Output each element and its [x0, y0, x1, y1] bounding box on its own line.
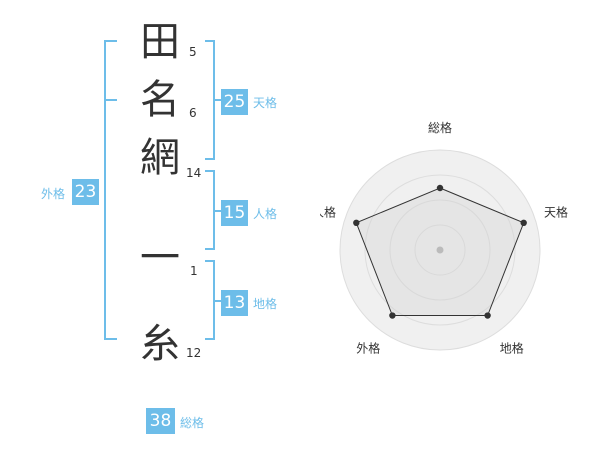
gaikaku-label: 外格: [41, 187, 66, 201]
radar-axis-label-4: 人格: [320, 204, 336, 219]
tenkaku-label: 天格: [253, 96, 278, 110]
radar-axis-label-2: 地格: [500, 341, 524, 356]
chikaku-bracket: [205, 260, 215, 340]
soukaku-value-box: 38: [146, 408, 175, 434]
radar-axis-label-0: 総格: [428, 120, 452, 135]
radar-axis-label-1: 天格: [544, 204, 568, 219]
radar-point-2: [484, 312, 491, 319]
chikaku-value-box: 13: [221, 290, 248, 316]
tenkaku-bracket-notch: [215, 99, 221, 101]
radar-ring-1: [414, 224, 466, 276]
soukaku-label: 総格: [180, 416, 205, 430]
jinkaku-bracket-notch: [215, 210, 221, 212]
jinkaku-label: 人格: [253, 207, 278, 221]
radar-center-dot: [436, 246, 444, 254]
radar-axis-label-3: 外格: [356, 341, 380, 356]
radar-point-1: [520, 219, 527, 227]
name-char-3: 網: [140, 135, 180, 181]
name-char-5: 糸: [140, 321, 180, 367]
radar-ring-2: [389, 199, 491, 301]
name-char-1: 田: [140, 19, 180, 65]
tenkaku-value-box: 25: [221, 89, 248, 115]
gaikaku-bracket: [104, 40, 117, 340]
radar-ring-4: [339, 149, 541, 351]
stroke-count-4: 1: [190, 264, 198, 278]
tenkaku-bracket: [205, 40, 215, 160]
gaikaku-value-box: 23: [72, 179, 99, 205]
radar-point-4: [353, 219, 360, 227]
radar-ring-3: [364, 174, 516, 326]
name-char-4: 一: [140, 235, 180, 281]
stroke-count-3: 14: [186, 166, 202, 180]
name-char-2: 名: [140, 77, 180, 123]
jinkaku-bracket: [205, 170, 215, 250]
stroke-count-5: 12: [186, 346, 202, 360]
stroke-count-2: 6: [189, 106, 197, 120]
chikaku-label: 地格: [253, 297, 278, 311]
jinkaku-value-box: 15: [221, 200, 248, 226]
radar-point-3: [389, 312, 396, 319]
stroke-count-1: 5: [189, 45, 197, 59]
chikaku-bracket-notch: [215, 300, 221, 302]
gaikaku-bracket-notch-top: [104, 99, 117, 101]
radar-point-0: [436, 184, 444, 192]
